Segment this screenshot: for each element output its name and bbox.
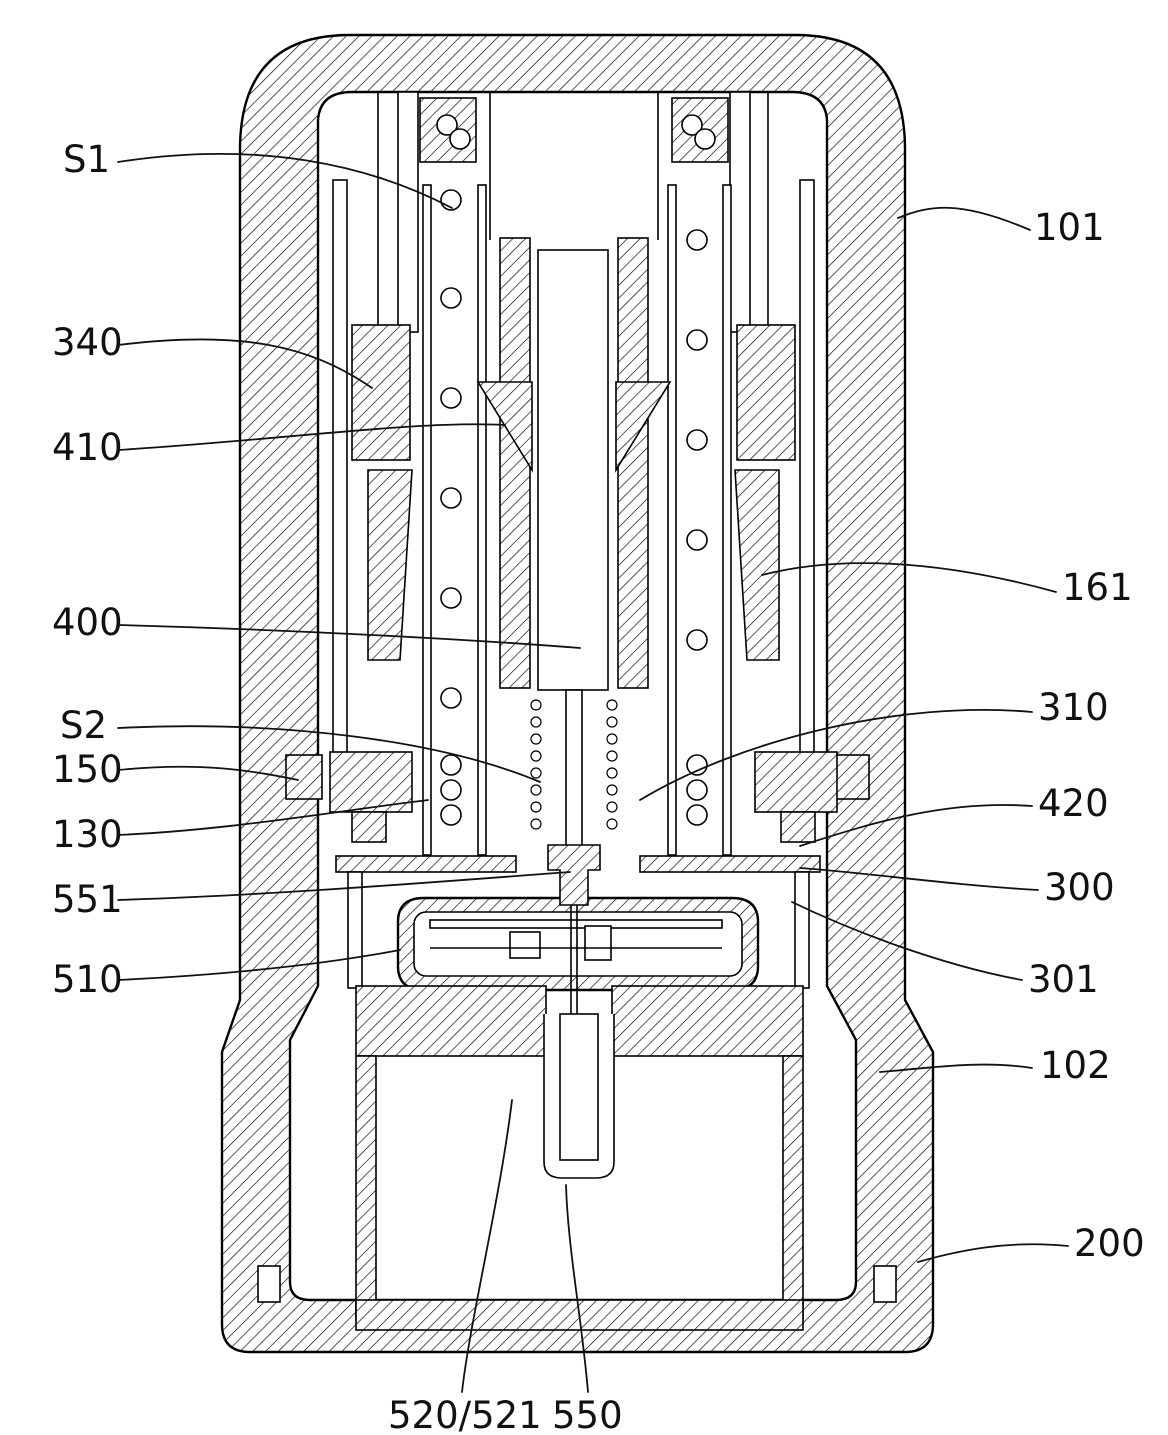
leader-102 bbox=[879, 1063, 1033, 1073]
label-310: 310 bbox=[1038, 686, 1109, 729]
leader-161 bbox=[761, 562, 1057, 593]
label-102: 102 bbox=[1040, 1044, 1111, 1087]
leader-410 bbox=[117, 423, 506, 451]
label-400: 400 bbox=[52, 601, 123, 644]
label-550: 550 bbox=[552, 1394, 623, 1435]
stopper-left bbox=[285, 751, 413, 843]
label-161: 161 bbox=[1062, 566, 1133, 609]
label-520-521: 520/521 bbox=[388, 1394, 542, 1435]
leader-510 bbox=[117, 949, 401, 981]
leader-300 bbox=[799, 867, 1039, 891]
central-plunger bbox=[476, 92, 672, 691]
main-spring-left bbox=[436, 114, 471, 826]
leader-400 bbox=[117, 624, 581, 649]
label-200: 200 bbox=[1074, 1222, 1145, 1265]
needle-sheath bbox=[543, 1014, 615, 1179]
leader-150 bbox=[117, 765, 299, 781]
sleeve-flange-right bbox=[734, 324, 796, 661]
leader-420 bbox=[799, 804, 1033, 847]
support-plates bbox=[335, 855, 821, 989]
leader-551 bbox=[117, 871, 571, 901]
leader-s1 bbox=[117, 152, 453, 209]
leader-310 bbox=[639, 709, 1033, 801]
label-300: 300 bbox=[1044, 866, 1115, 909]
leader-520-521 bbox=[461, 1099, 513, 1393]
sleeve-flange-left bbox=[351, 324, 413, 661]
leader-200 bbox=[917, 1243, 1069, 1263]
leader-lines bbox=[117, 152, 1069, 1393]
funnel-right bbox=[615, 381, 672, 473]
label-150: 150 bbox=[52, 748, 123, 791]
secondary-spring bbox=[530, 699, 618, 830]
label-s2: S2 bbox=[60, 704, 107, 747]
leader-130 bbox=[117, 799, 429, 836]
main-spring-right bbox=[681, 114, 716, 826]
leader-340 bbox=[117, 338, 373, 389]
label-301: 301 bbox=[1028, 958, 1099, 1001]
reference-labels: S1 101 340 410 161 400 310 S2 150 420 13… bbox=[52, 138, 1145, 1435]
inner-sleeve-walls bbox=[332, 92, 815, 756]
pump-body bbox=[396, 896, 760, 992]
label-420: 420 bbox=[1038, 782, 1109, 825]
leader-550 bbox=[565, 1184, 589, 1393]
label-551: 551 bbox=[52, 878, 123, 921]
spring-guide-tubes bbox=[422, 184, 732, 856]
label-101: 101 bbox=[1034, 206, 1105, 249]
funnel-left bbox=[476, 381, 533, 473]
valve-rod bbox=[565, 689, 583, 851]
label-410: 410 bbox=[52, 426, 123, 469]
label-510: 510 bbox=[52, 958, 123, 1001]
container bbox=[355, 985, 804, 1331]
outer-housing bbox=[220, 33, 935, 1354]
label-340: 340 bbox=[52, 321, 123, 364]
label-130: 130 bbox=[52, 813, 123, 856]
plunger-stem bbox=[537, 249, 609, 691]
stopper-right bbox=[754, 751, 870, 843]
label-s1: S1 bbox=[63, 138, 110, 181]
seal-piece bbox=[547, 844, 601, 906]
foot-hook-right bbox=[873, 1265, 897, 1303]
pump-valve bbox=[584, 925, 612, 961]
leader-s2 bbox=[117, 725, 541, 783]
foot-hook-left bbox=[257, 1265, 281, 1303]
leader-301 bbox=[791, 901, 1023, 981]
leader-101 bbox=[897, 206, 1031, 231]
